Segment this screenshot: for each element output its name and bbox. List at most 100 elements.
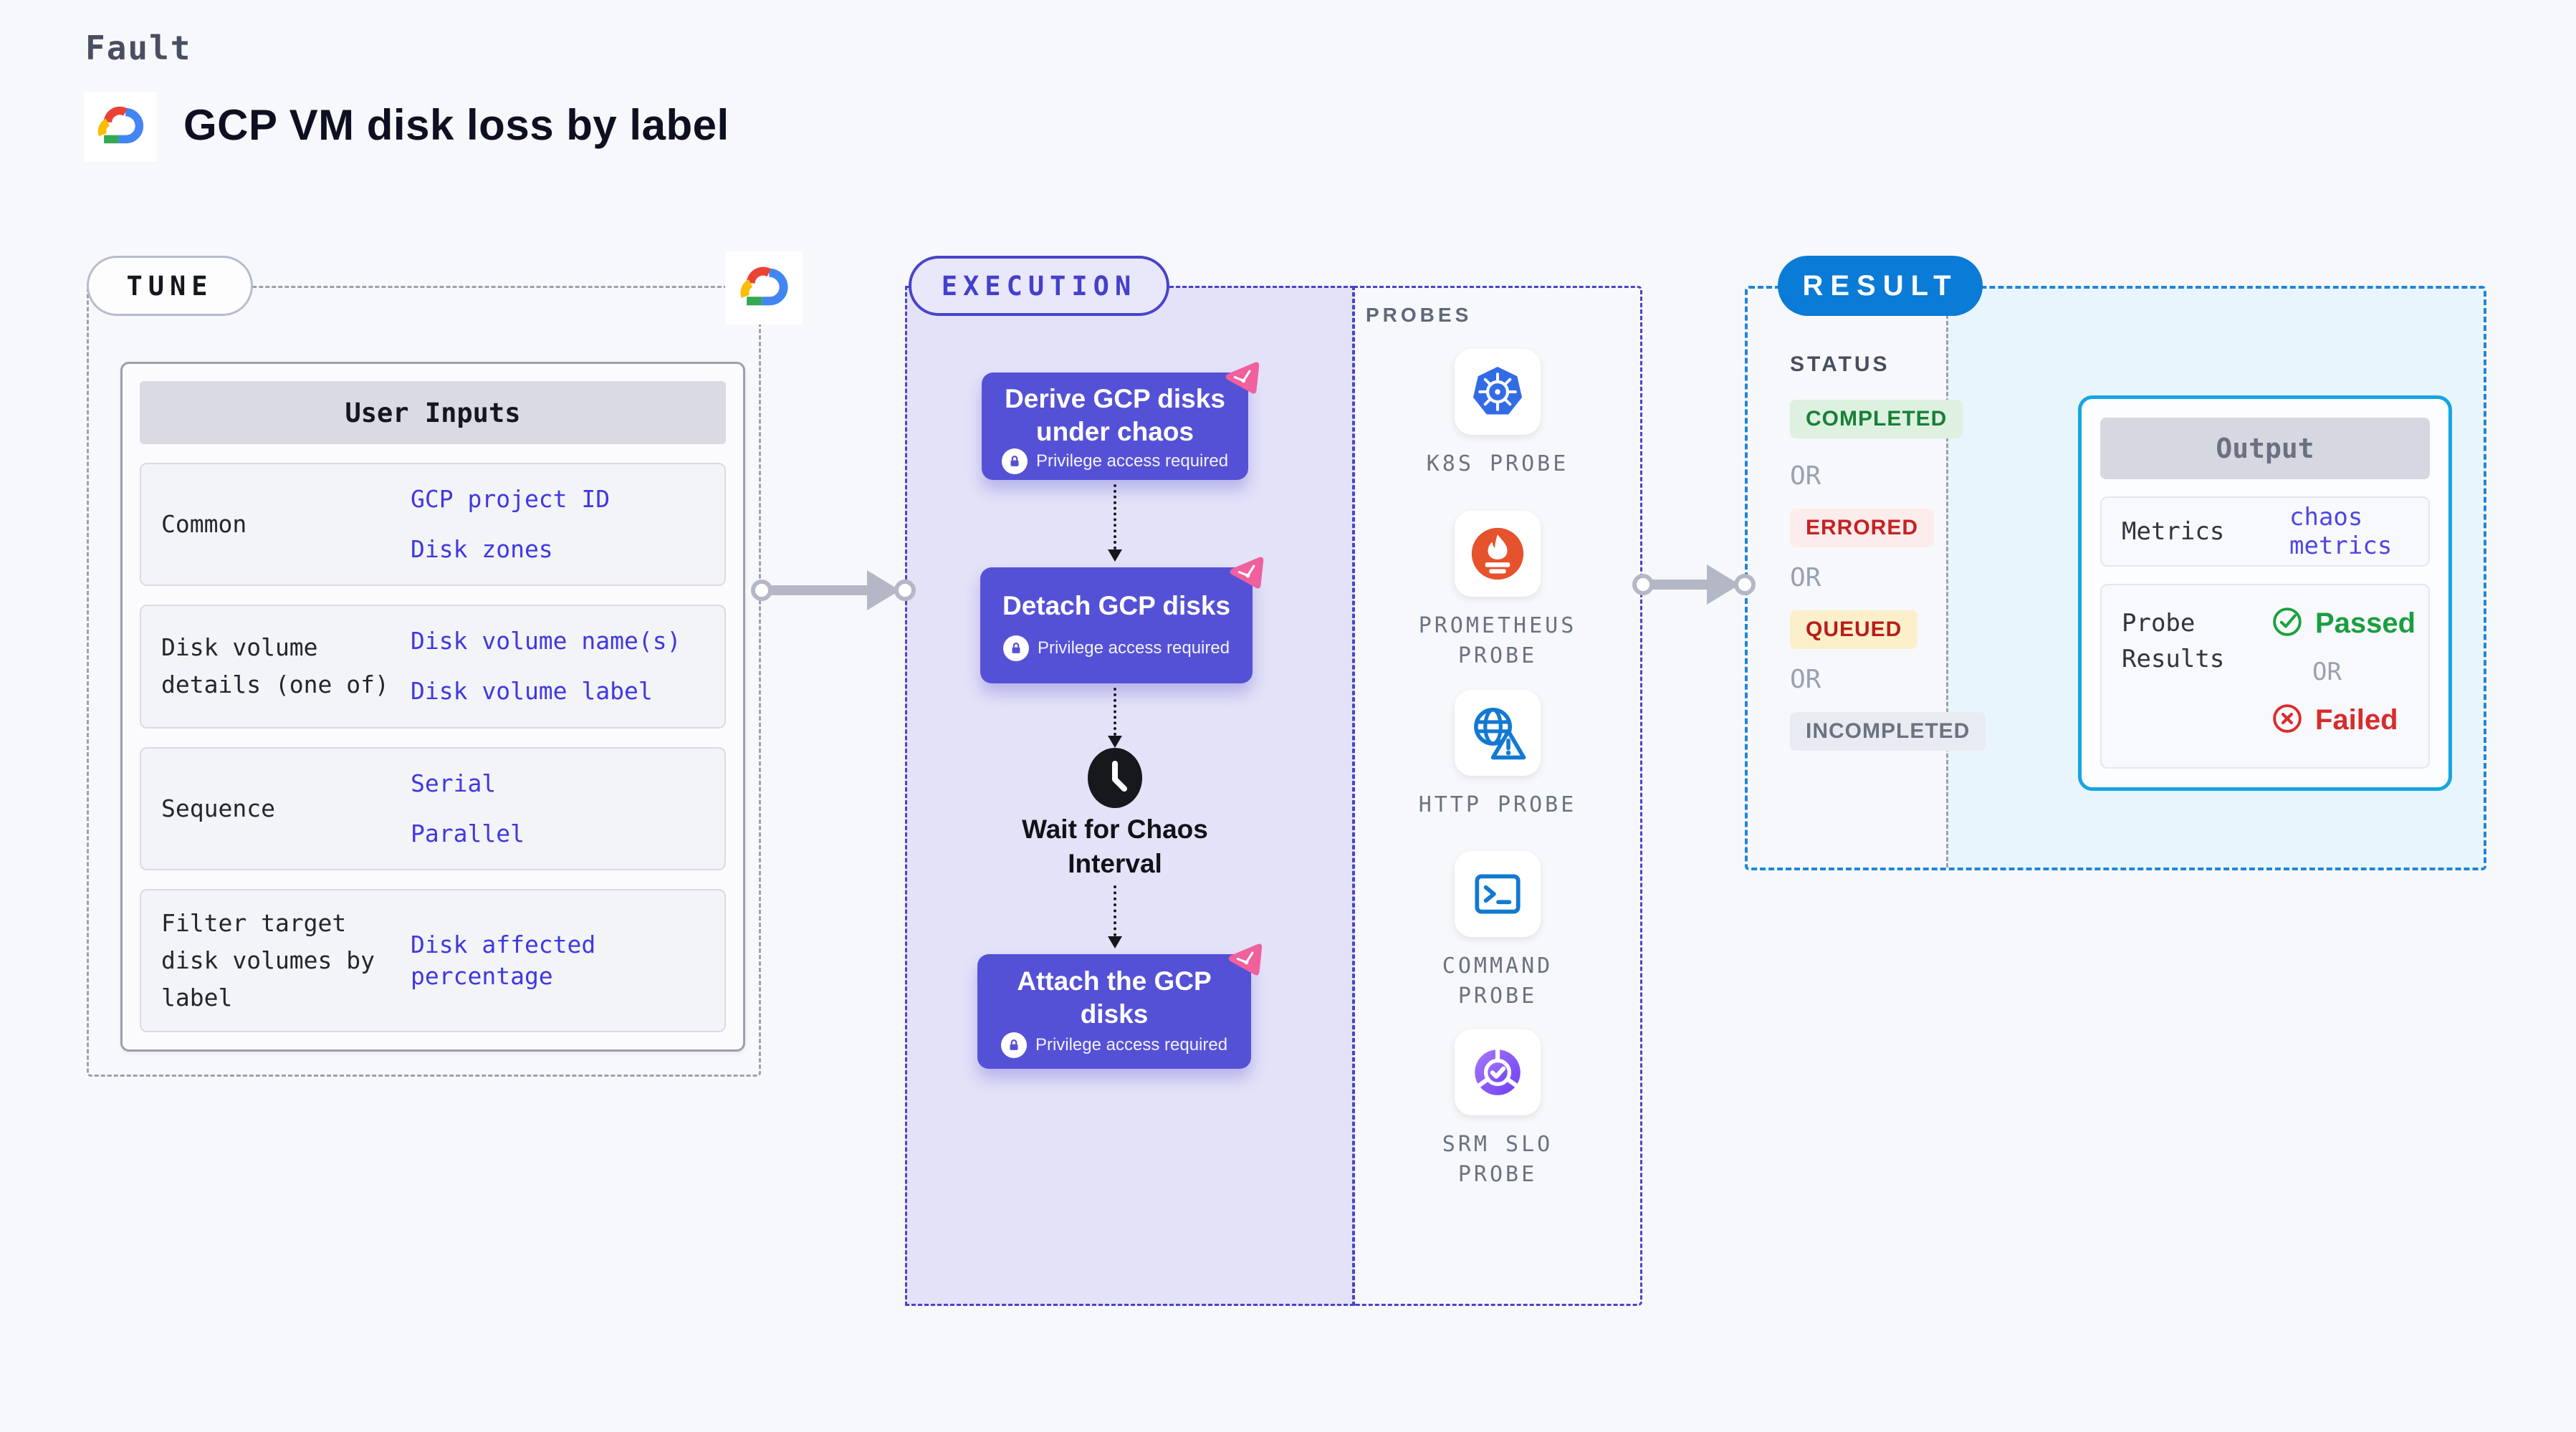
arrow-head [1108,936,1122,948]
status-badge-queued: QUEUED [1790,610,1918,649]
or-separator: OR [1790,563,1821,592]
kubernetes-icon [1455,349,1541,435]
link-parallel[interactable]: Parallel [411,819,525,847]
input-row-filter-by-label: Filter target disk volumes by label Disk… [140,888,726,1032]
metrics-label: Metrics [2122,517,2225,546]
lock-icon [1002,635,1029,661]
privilege-badge: Privilege access required [1002,635,1230,661]
privilege-badge: Privilege access required [1001,448,1229,474]
lock-icon [1000,1032,1027,1058]
probes-label: PROBES [1366,304,1473,326]
metrics-row: Metrics chaos metrics [2100,496,2430,567]
probe-command: COMMAND PROBE [1353,851,1642,1011]
privilege-text: Privilege access required [1035,1034,1228,1054]
result-divider [1946,289,1948,868]
input-row-sequence: Sequence Serial Parallel [140,746,726,870]
probe-caption: COMMAND PROBE [1442,953,1553,1009]
output-card: Output Metrics chaos metrics Probe Resul… [2078,395,2452,791]
arrow-end-dot [894,580,916,601]
or-separator: OR [1790,665,1821,694]
privilege-badge: Privilege access required [1000,1032,1228,1058]
gcp-logo-box [84,92,157,162]
privilege-text: Privilege access required [1035,451,1229,471]
tune-gcp-corner [725,251,803,325]
dotted-line [1114,688,1116,736]
or-separator: OR [2312,658,2342,686]
result-pill: RESULT [1778,256,1983,316]
probe-prometheus: PROMETHEUS PROBE [1353,511,1642,671]
terminal-icon [1455,851,1541,937]
failed-text: Failed [2315,704,2398,736]
step-detach-gcp-disks: Detach GCP disks Privilege access requir… [980,557,1264,683]
status-heading: STATUS [1790,352,1890,376]
x-circle-icon [2271,702,2304,739]
user-inputs-card: User Inputs Common GCP project ID Disk z… [120,362,745,1052]
http-globe-icon [1455,690,1541,776]
chaos-icon [1224,940,1265,981]
flow-arrow-down [1107,688,1123,748]
step-title: Detach GCP disks [1002,591,1231,621]
input-row-disk-volume-details: Disk volume details (one of) Disk volume… [140,605,726,729]
link-gcp-project-id[interactable]: GCP project ID [411,485,611,514]
arrow-line [770,585,870,595]
arrow-start-dot [1632,574,1654,595]
page-title: GCP VM disk loss by label [183,101,729,149]
flow-arrow-down [1107,484,1123,562]
user-inputs-header: User Inputs [140,381,726,444]
tune-region [87,286,761,1077]
gcp-cloud-icon [89,102,152,153]
link-disk-zones[interactable]: Disk zones [411,535,553,564]
passed-text: Passed [2315,607,2416,639]
status-badge-completed: COMPLETED [1790,400,1963,438]
check-circle-icon [2271,605,2304,642]
fault-eyebrow: Fault [85,29,192,67]
prometheus-icon [1455,511,1541,597]
status-badge-errored: ERRORED [1790,509,1935,547]
probe-results-label: Probe Results [2122,609,2225,673]
execution-pill: EXECUTION [909,256,1169,316]
chaos-metrics-link[interactable]: chaos metrics [2289,503,2393,560]
passed-line: Passed [2271,605,2415,642]
probe-caption: K8S PROBE [1426,451,1569,476]
clock-icon [1085,748,1145,808]
arrow-line [1651,580,1710,590]
step-attach-gcp-disks: Attach the GCP disks Privilege access re… [977,943,1263,1069]
input-row-label: Sequence [161,794,275,822]
lock-icon [1001,448,1028,474]
step-title: Derive GCP disks under chaos [1005,384,1225,446]
arrow-head [1108,549,1122,562]
execution-to-result-arrow [1632,564,1756,605]
chaos-icon [1221,358,1263,400]
probe-srm-slo: SRM SLO PROBE [1353,1029,1642,1190]
chaos-icon [1225,553,1267,595]
probe-caption: PROMETHEUS PROBE [1418,613,1577,668]
probe-caption: HTTP PROBE [1418,792,1577,817]
flow-arrow-down [1107,885,1123,948]
probes-region [1353,286,1642,1306]
probe-results-row: Probe Results Passed OR [2100,584,2430,769]
status-badge-incompleted: INCOMPLETED [1790,712,1986,751]
link-serial[interactable]: Serial [411,769,497,797]
failed-line: Failed [2271,702,2415,739]
input-row-common: Common GCP project ID Disk zones [140,463,726,587]
gcp-cloud-icon [731,262,797,314]
link-disk-volume-names[interactable]: Disk volume name(s) [411,627,681,655]
dotted-line [1114,885,1116,936]
link-disk-volume-label[interactable]: Disk volume label [411,677,653,706]
step-derive-gcp-disks: Derive GCP disks under chaos Privilege a… [982,362,1260,480]
step-title: Attach the GCP disks [1017,966,1212,1029]
wait-for-chaos-interval-label: Wait for Chaos Interval [1022,814,1208,878]
arrow-head [1108,736,1122,748]
input-row-label: Filter target disk volumes by label [161,908,375,1011]
probe-http: HTTP PROBE [1353,690,1642,820]
or-separator: OR [1790,461,1821,491]
privilege-text: Privilege access required [1037,638,1230,658]
output-header: Output [2100,418,2430,479]
dotted-line [1114,484,1116,549]
srm-slo-icon [1455,1029,1541,1115]
link-disk-affected-percentage[interactable]: Disk affected percentage [411,930,596,990]
tune-to-execution-arrow [751,570,916,610]
tune-pill: TUNE [87,256,253,316]
input-row-label: Disk volume details (one of) [161,633,389,699]
probe-caption: SRM SLO PROBE [1442,1132,1553,1187]
